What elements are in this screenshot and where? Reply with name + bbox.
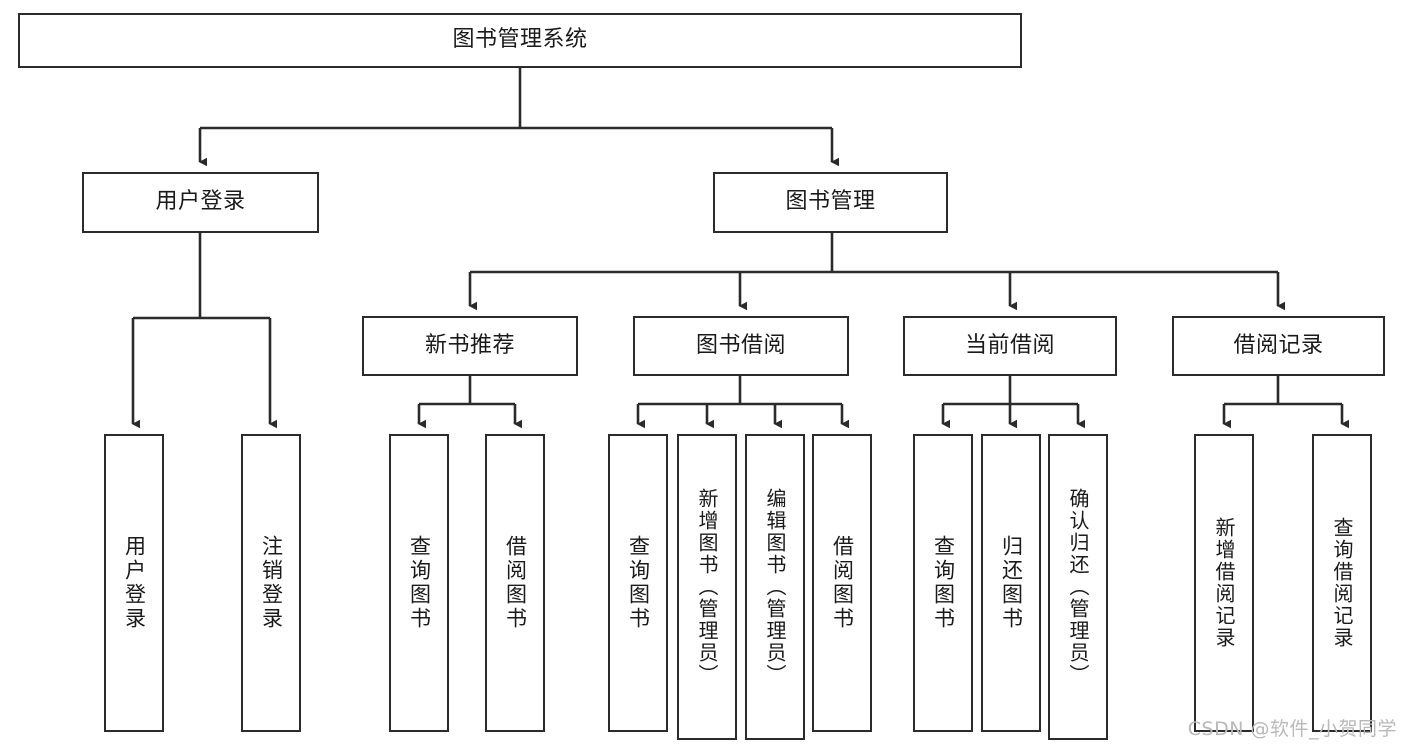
leaf-query-book-borrow[interactable]: 查询图书 (608, 434, 668, 732)
leaf-borrow-book-newbook-label: 借阅图书 (503, 535, 528, 631)
leaf-edit-book-admin[interactable]: 编辑图书（管理员） (745, 434, 805, 740)
leaf-user-login[interactable]: 用户登录 (104, 434, 164, 732)
leaf-confirm-return-admin-label: 确认归还（管理员） (1066, 488, 1090, 686)
leaf-query-book-newbook[interactable]: 查询图书 (389, 434, 449, 732)
leaf-query-book-current-label: 查询图书 (931, 535, 956, 631)
node-book-borrow[interactable]: 图书借阅 (633, 316, 849, 376)
node-current-borrow-label: 当前借阅 (964, 332, 1055, 358)
csdn-watermark: CSDN @软件_小贺同学 (1187, 718, 1397, 740)
leaf-confirm-return-admin[interactable]: 确认归还（管理员） (1048, 434, 1108, 740)
node-root-label: 图书管理系统 (452, 27, 588, 53)
node-user-login-label: 用户登录 (155, 189, 246, 215)
node-borrow-records-label: 借阅记录 (1233, 332, 1324, 358)
leaf-user-login-label: 用户登录 (122, 535, 147, 631)
leaf-query-borrow-record[interactable]: 查询借阅记录 (1312, 434, 1372, 732)
leaf-query-book-borrow-label: 查询图书 (626, 535, 651, 631)
leaf-add-borrow-record-label: 新增借阅记录 (1212, 517, 1236, 649)
leaf-borrow-book[interactable]: 借阅图书 (812, 434, 872, 732)
leaf-logout-label: 注销登录 (259, 535, 284, 631)
leaf-logout[interactable]: 注销登录 (241, 434, 301, 732)
leaf-add-borrow-record[interactable]: 新增借阅记录 (1194, 434, 1254, 732)
node-current-borrow[interactable]: 当前借阅 (903, 316, 1117, 376)
node-root[interactable]: 图书管理系统 (18, 13, 1022, 68)
leaf-query-book-newbook-label: 查询图书 (407, 535, 432, 631)
leaf-query-borrow-record-label: 查询借阅记录 (1330, 517, 1354, 649)
leaf-return-book[interactable]: 归还图书 (981, 434, 1041, 732)
node-book-management-label: 图书管理 (785, 189, 876, 215)
node-new-book-recommend[interactable]: 新书推荐 (362, 316, 578, 376)
node-book-borrow-label: 图书借阅 (695, 332, 786, 358)
leaf-edit-book-admin-label: 编辑图书（管理员） (763, 488, 787, 686)
node-user-login[interactable]: 用户登录 (82, 172, 319, 233)
leaf-add-book-admin-label: 新增图书（管理员） (695, 488, 719, 686)
leaf-query-book-current[interactable]: 查询图书 (913, 434, 973, 732)
leaf-borrow-book-newbook[interactable]: 借阅图书 (485, 434, 545, 732)
node-new-book-recommend-label: 新书推荐 (424, 332, 515, 358)
leaf-return-book-label: 归还图书 (999, 535, 1024, 631)
node-borrow-records[interactable]: 借阅记录 (1172, 316, 1385, 376)
node-book-management[interactable]: 图书管理 (713, 172, 948, 233)
leaf-borrow-book-label: 借阅图书 (830, 535, 855, 631)
leaf-add-book-admin[interactable]: 新增图书（管理员） (677, 434, 737, 740)
